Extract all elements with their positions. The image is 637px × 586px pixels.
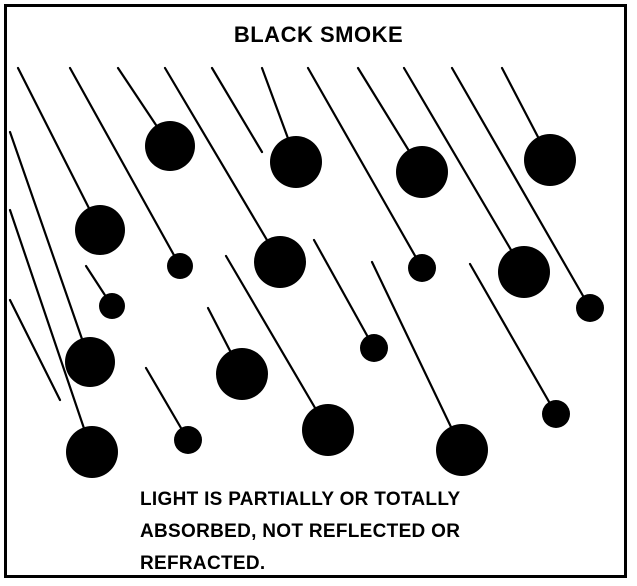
smoke-particle	[372, 262, 488, 476]
smoke-particle	[118, 68, 195, 171]
smoke-particle	[208, 308, 268, 400]
smoke-particle	[146, 368, 202, 454]
caption-line: LIGHT IS PARTIALLY OR TOTALLY	[140, 484, 600, 516]
smoke-particle	[262, 68, 322, 188]
smoke-particle	[10, 300, 60, 400]
smoke-particle	[314, 240, 388, 362]
smoke-particle	[212, 68, 262, 152]
caption-line: ABSORBED, NOT REFLECTED OR	[140, 516, 600, 548]
diagram-caption: LIGHT IS PARTIALLY OR TOTALLY ABSORBED, …	[140, 484, 600, 580]
smoke-particle	[86, 266, 125, 319]
caption-line: REFRACTED.	[140, 548, 600, 580]
smoke-particle	[18, 68, 125, 255]
smoke-particle	[502, 68, 576, 186]
